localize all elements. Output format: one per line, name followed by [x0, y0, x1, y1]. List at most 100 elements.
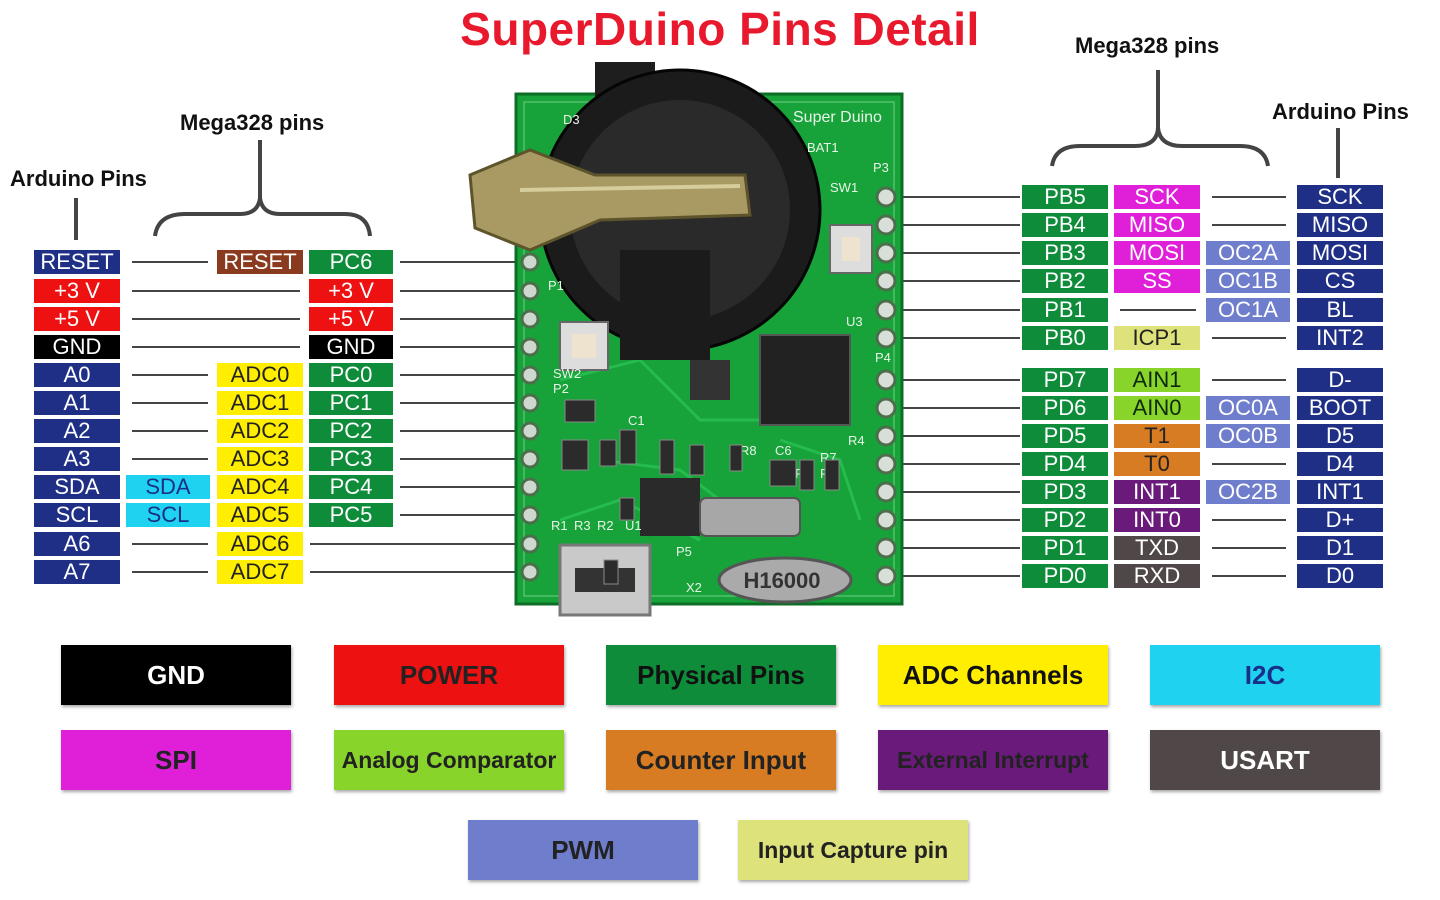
- left-header-hole: [520, 562, 540, 582]
- right-mega-function-pin: T1: [1114, 424, 1200, 448]
- smd-part: [824, 459, 840, 491]
- left-header-hole: [520, 477, 540, 497]
- right-mega-function-pin: SCK: [1114, 185, 1200, 209]
- right-header-pins: [875, 186, 897, 587]
- left-header-hole: [520, 309, 540, 329]
- left-mega-bracket: [153, 140, 372, 237]
- right-arduino-pin: SCK: [1297, 185, 1383, 209]
- p5-silkscreen: P5: [676, 544, 692, 559]
- r8-silkscreen: R8: [740, 443, 757, 458]
- legend-swatch-external-interrupt: External Interrupt: [878, 730, 1108, 790]
- left-physical-pin: PC2: [309, 419, 393, 443]
- crystal-label: H16000: [743, 568, 820, 593]
- left-mega-function-pin: ADC1: [217, 391, 303, 415]
- atmega328-ic: [759, 334, 851, 426]
- legend-swatch-black: GND: [61, 645, 291, 705]
- sw1-cap: [842, 237, 860, 261]
- right-header-hole: [875, 214, 897, 236]
- p3-silkscreen: P3: [873, 160, 889, 175]
- left-arduino-pin: A0: [34, 363, 120, 387]
- right-mega-function-pin: MISO: [1114, 213, 1200, 237]
- left-physical-pin: +5 V: [309, 307, 393, 331]
- left-arduino-pin: A7: [34, 560, 120, 584]
- right-mega-function-pin: T0: [1114, 452, 1200, 476]
- right-arduino-pin: BOOT: [1297, 396, 1383, 420]
- u3-silkscreen: U3: [846, 314, 863, 329]
- left-header-hole: [520, 505, 540, 525]
- smd-part: [619, 497, 635, 521]
- left-mega-function-pin: ADC3: [217, 447, 303, 471]
- left-arduino-pin: A6: [34, 532, 120, 556]
- p1-silkscreen: P1: [548, 278, 564, 293]
- left-mega-function-pin: ADC4: [217, 475, 303, 499]
- left-arduino-pin: A1: [34, 391, 120, 415]
- p4-silkscreen: P4: [875, 350, 891, 365]
- right-header-hole: [875, 299, 897, 321]
- legend-swatch-counter: Counter Input: [606, 730, 836, 790]
- right-mega-function-pin: INT1: [1114, 480, 1200, 504]
- smd-part: [689, 444, 705, 476]
- right-physical-pin: PD3: [1022, 480, 1108, 504]
- left-mega-function-pin: RESET: [217, 250, 303, 274]
- right-mega-bracket: [1050, 70, 1270, 167]
- right-physical-pin: PD1: [1022, 536, 1108, 560]
- p2-silkscreen: P2: [553, 381, 569, 396]
- smd-components: [561, 399, 840, 585]
- smd-part: [603, 559, 619, 585]
- diagram-title: SuperDuino Pins Detail: [460, 3, 980, 55]
- left-mega328-header: Mega328 pins: [180, 110, 325, 135]
- right-header-hole: [875, 242, 897, 264]
- right-physical-pin: PD5: [1022, 424, 1108, 448]
- right-pwm-pin: OC0B: [1206, 424, 1290, 448]
- left-arduino-pin: RESET: [34, 250, 120, 274]
- right-physical-pin: PD6: [1022, 396, 1108, 420]
- r2-silkscreen: R2: [597, 518, 614, 533]
- left-mega-function-pin: ADC6: [217, 532, 303, 556]
- clip-highlight: [519, 184, 741, 192]
- sw2-cap: [572, 334, 596, 358]
- d3-silkscreen: D3: [563, 112, 580, 127]
- right-header-hole: [875, 186, 897, 208]
- right-mega-function-pin: TXD: [1114, 536, 1200, 560]
- left-mega-function-pin: ADC5: [217, 503, 303, 527]
- right-physical-pin: PD2: [1022, 508, 1108, 532]
- right-mega-function-pin: RXD: [1114, 564, 1200, 588]
- left-physical-pin: PC3: [309, 447, 393, 471]
- smd-part: [619, 429, 637, 465]
- smd-part: [564, 399, 596, 423]
- right-arduino-pin: D1: [1297, 536, 1383, 560]
- left-mega-function-pin: ADC7: [217, 560, 303, 584]
- left-i2c-pin: SCL: [126, 503, 210, 527]
- right-pwm-pin: OC2B: [1206, 480, 1290, 504]
- left-header-hole: [520, 534, 540, 554]
- c1-silkscreen: C1: [628, 413, 645, 428]
- right-header-hole: [875, 481, 897, 503]
- right-header-hole: [875, 425, 897, 447]
- left-physical-pin: PC5: [309, 503, 393, 527]
- legend-swatch-physical: Physical Pins: [606, 645, 836, 705]
- regulator-ic: [640, 478, 700, 536]
- left-physical-pin: PC0: [309, 363, 393, 387]
- left-physical-pin: GND: [309, 335, 393, 359]
- left-arduino-pin: A2: [34, 419, 120, 443]
- left-physical-pin: +3 V: [309, 279, 393, 303]
- right-pwm-pin: OC0A: [1206, 396, 1290, 420]
- right-header-hole: [875, 453, 897, 475]
- legend-swatch-red: POWER: [334, 645, 564, 705]
- left-i2c-pin: SDA: [126, 475, 210, 499]
- left-physical-pin: PC4: [309, 475, 393, 499]
- right-header-hole: [875, 397, 897, 419]
- right-mega-function-pin: ICP1: [1114, 326, 1200, 350]
- legend-swatch-analog-comparator: Analog Comparator: [334, 730, 564, 790]
- right-physical-pin: PB0: [1022, 326, 1108, 350]
- crystal-top: [699, 497, 801, 537]
- holder-foot: [620, 250, 710, 360]
- right-pwm-pin: OC2A: [1206, 241, 1290, 265]
- smd-part: [769, 459, 797, 487]
- right-header-hole: [875, 327, 897, 349]
- left-header-hole: [520, 281, 540, 301]
- sw2-silkscreen: SW2: [553, 366, 581, 381]
- crystal-can: [717, 556, 853, 604]
